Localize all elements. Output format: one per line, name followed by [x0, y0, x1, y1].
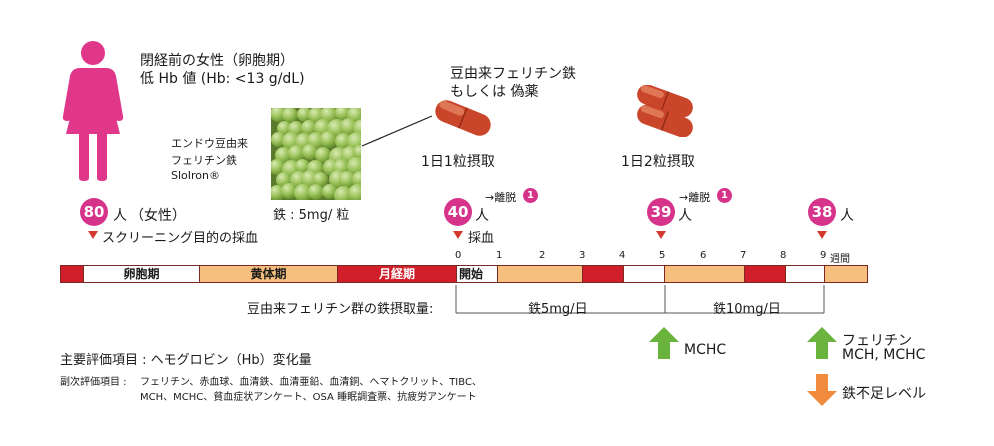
unit-38: 人: [840, 208, 854, 224]
pea: [353, 145, 361, 160]
phase-start: 開始: [456, 265, 498, 283]
subject-line2: 低 Hb 値 (Hb: <13 g/dL): [140, 71, 305, 87]
week-9: 9: [820, 250, 827, 261]
pea: [348, 184, 361, 200]
dropout-label-1: →離脱: [485, 191, 517, 204]
week-2: 2: [539, 250, 546, 261]
timeline-seg-white-d: [623, 265, 665, 283]
unit-40: 人: [475, 208, 489, 224]
dropout-badge-2: 1: [717, 188, 732, 203]
dose-1-per-day: 1日1粒摂取: [421, 154, 495, 170]
sampling-marker-screening: [88, 231, 98, 239]
pea: [288, 145, 305, 162]
unit-39: 人: [678, 208, 692, 224]
timeline-seg-white-g: [785, 265, 825, 283]
pea: [294, 184, 312, 200]
secondary-endpoint-line1: フェリチン、赤血球、血清鉄、血清亜鉛、血清銅、ヘマトクリット、TIBC、: [140, 377, 482, 388]
subject-line1: 閉経前の女性（卵胞期）: [140, 53, 294, 69]
week-1: 1: [496, 250, 503, 261]
intake-brackets: [455, 285, 825, 314]
pea-dose: 鉄 : 5mg/ 粒: [273, 208, 350, 223]
pea: [308, 184, 324, 200]
pea-label-3: SloIron®: [171, 169, 220, 182]
dropout-label-2: →離脱: [679, 191, 711, 204]
sampling-marker-week5: [656, 231, 666, 239]
timeline-seg-red-a: [60, 265, 84, 283]
count-badge-38: 38: [808, 198, 836, 226]
week-6: 6: [700, 250, 707, 261]
pea: [281, 183, 297, 199]
unit-80: 人: [113, 208, 127, 224]
connector-line: [361, 115, 433, 147]
intake-5mg: 鉄5mg/日: [528, 302, 588, 317]
screening-label: スクリーニング目的の採血: [102, 231, 259, 246]
timeline-seg-orange-b: [497, 265, 583, 283]
pea-label-1: エンドウ豆由来: [171, 137, 248, 150]
week-8: 8: [780, 250, 787, 261]
intake-label: 豆由来フェリチン群の鉄摂取量:: [247, 302, 434, 317]
weeks-unit: 週間: [830, 254, 850, 265]
week-3: 3: [579, 250, 586, 261]
phase-follicular: 卵胞期: [83, 265, 200, 283]
secondary-endpoint-label: 副次評価項目 :: [60, 377, 127, 388]
pea: [302, 144, 318, 160]
down-arrow-icon-week9: [807, 374, 837, 406]
timeline-seg-red-c: [582, 265, 624, 283]
count-badge-39: 39: [647, 198, 675, 226]
capsule-title-2: もしくは 偽薬: [450, 84, 539, 100]
timeline-seg-orange-h: [824, 265, 868, 283]
result-week9-ferritin: フェリチン: [842, 333, 912, 349]
female-label: （女性）: [130, 208, 186, 224]
pea: [271, 159, 285, 175]
secondary-endpoint-line2: MCH、MCHC、貧血症状アンケート、OSA 睡眠調査票、抗疲労アンケート: [140, 392, 477, 403]
pea-image: [271, 108, 361, 200]
pea: [313, 172, 328, 187]
timeline-seg-orange-e: [664, 265, 745, 283]
capsule-pair-icon: [637, 85, 693, 137]
up-arrow-icon-week5: [649, 327, 679, 359]
week-5: 5: [659, 250, 666, 261]
result-week5-mchc: MCHC: [684, 342, 727, 358]
timeline-seg-red-f: [744, 265, 786, 283]
sampling-marker-week9: [817, 231, 827, 239]
up-arrow-icon-week9: [807, 327, 837, 359]
intake-10mg: 鉄10mg/日: [713, 302, 781, 317]
woman-icon: [62, 41, 124, 181]
result-week9-iron-deficiency: 鉄不足レベル: [842, 386, 926, 402]
dose-2-per-day: 1日2粒摂取: [621, 154, 695, 170]
capsule-icon: [435, 100, 491, 136]
dropout-badge-1: 1: [523, 188, 538, 203]
week-4: 4: [619, 250, 626, 261]
pea: [339, 171, 356, 188]
phase-menstrual: 月経期: [337, 265, 457, 283]
sampling-marker-week0: [453, 231, 463, 239]
week-0: 0: [455, 250, 462, 261]
pea: [322, 184, 337, 199]
result-week9-mch: MCH, MCHC: [842, 347, 926, 363]
pea: [282, 108, 298, 123]
count-badge-80: 80: [80, 198, 108, 226]
sampling-label: 採血: [468, 231, 495, 246]
pea-label-2: フェリチン鉄: [171, 154, 237, 167]
count-badge-40: 40: [444, 198, 472, 226]
primary-endpoint: 主要評価項目 : ヘモグロビン（Hb）変化量: [60, 353, 312, 368]
pea: [352, 171, 361, 188]
week-7: 7: [740, 250, 747, 261]
pea: [353, 119, 361, 138]
phase-luteal: 黄体期: [199, 265, 338, 283]
capsule-title-1: 豆由来フェリチン鉄: [450, 66, 576, 82]
pea: [320, 131, 337, 148]
